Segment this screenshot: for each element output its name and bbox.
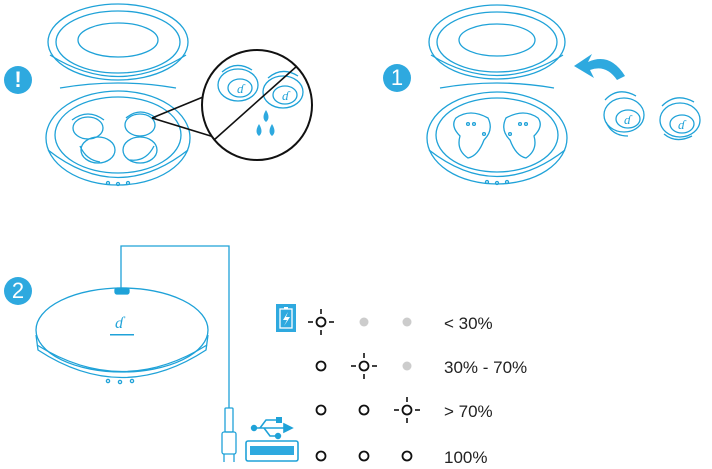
usb-cable [120, 245, 237, 462]
step-2-icon: 2 [4, 277, 32, 305]
battery-level-label-2: 30% - 70% [444, 358, 528, 377]
led-off [402, 317, 412, 327]
open-case-left [45, 3, 191, 187]
led-on [358, 450, 370, 462]
led-blink [308, 309, 334, 335]
usb-icon [250, 417, 294, 440]
usb-port-icon [245, 440, 299, 462]
svg-text:ɗ: ɗ [282, 88, 291, 103]
led-off [402, 361, 412, 371]
battery-charging-icon [276, 304, 296, 332]
led-on [315, 360, 327, 372]
warning-icon: ! [4, 66, 32, 94]
open-case-right [426, 4, 568, 186]
svg-text:ɗ: ɗ [678, 117, 687, 132]
closed-case: ɗ [35, 287, 209, 385]
svg-text:ɗ: ɗ [115, 315, 126, 332]
magnifier: ɗ ɗ [201, 49, 313, 161]
svg-text:ɗ: ɗ [624, 112, 633, 127]
led-on [315, 450, 327, 462]
battery-level-label-4: 100% [444, 448, 488, 467]
curved-arrow-icon [574, 54, 625, 80]
removed-earbuds: ɗ ɗ [603, 91, 701, 141]
svg-text:ɗ: ɗ [237, 81, 246, 96]
water-drops-icon [256, 110, 275, 136]
led-on [401, 450, 413, 462]
battery-level-label-1: < 30% [444, 314, 493, 333]
led-blink [351, 353, 377, 379]
led-blink [394, 397, 420, 423]
battery-level-label-3: > 70% [444, 402, 493, 421]
step-1-icon: 1 [383, 64, 411, 92]
led-off [359, 317, 369, 327]
led-indicator-grid [308, 309, 420, 462]
led-on [358, 404, 370, 416]
led-on [315, 404, 327, 416]
